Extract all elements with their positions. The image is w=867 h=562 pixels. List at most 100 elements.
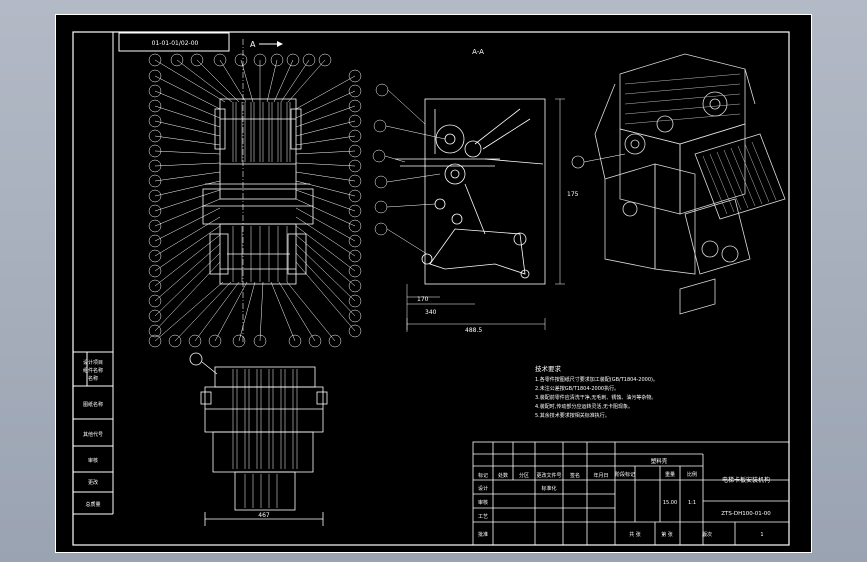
dimension-front-partial-b: 340 — [425, 309, 437, 316]
left-column-label-0: 设计项目 — [83, 359, 103, 366]
leader-line — [196, 59, 240, 103]
leader-line — [295, 120, 356, 137]
part-balloon — [168, 334, 182, 348]
leader-line — [295, 150, 356, 155]
leader-line — [154, 162, 221, 167]
part-balloon — [188, 334, 202, 348]
iso-slat — [709, 153, 735, 213]
section-leader — [387, 89, 426, 125]
leader-line — [295, 207, 356, 242]
iso-slat — [730, 147, 756, 207]
leader-line — [154, 171, 221, 182]
leader-line — [219, 59, 247, 103]
part-balloon — [270, 53, 284, 67]
part-balloon — [348, 294, 362, 308]
leader-line — [295, 171, 356, 182]
leader-line — [154, 75, 221, 110]
left-column-label-1: 组件名称 — [83, 367, 103, 374]
standardize-label: 标准化 — [541, 485, 556, 492]
scale-label: 比例 — [687, 471, 697, 478]
part-balloon — [148, 159, 162, 173]
part-balloon — [148, 204, 162, 218]
leader-line — [266, 59, 278, 103]
leader-line — [295, 198, 356, 227]
leader-line — [154, 225, 221, 272]
part-balloon — [148, 129, 162, 143]
section-balloon — [374, 175, 388, 189]
section-balloon — [374, 222, 388, 236]
leader-line — [295, 216, 356, 257]
leader-line — [295, 105, 356, 128]
tech-requirement-line-1: 1.各零件按图纸尺寸要求加工装配(GB/T1804-2000)。 — [535, 376, 658, 383]
part-balloon — [348, 144, 362, 158]
part-balloon — [148, 84, 162, 98]
leader-line — [278, 281, 316, 342]
part-balloon — [148, 99, 162, 113]
iso-slat — [744, 143, 770, 203]
leader-line — [154, 207, 221, 242]
part-balloon — [286, 53, 300, 67]
part-balloon — [148, 294, 162, 308]
header-label-zone: 分区 — [519, 472, 529, 479]
row-label-review: 审核 — [478, 499, 488, 506]
part-balloon — [328, 334, 342, 348]
part-balloon — [348, 234, 362, 248]
left-column-label-5: 审核 — [88, 457, 98, 464]
leader-line — [154, 252, 221, 317]
part-balloon — [148, 69, 162, 83]
tech-requirement-line-4: 4.装配时,传动部分应运转灵活,无卡阻现象。 — [535, 403, 633, 410]
iso-hatch — [624, 93, 741, 105]
leader-line — [154, 216, 221, 257]
sheets-total-label: 共 张 — [629, 531, 641, 538]
part-balloon — [348, 174, 362, 188]
section-balloon — [374, 200, 388, 214]
part-balloon — [348, 279, 362, 293]
part-balloon — [348, 84, 362, 98]
leader-line — [154, 150, 221, 155]
header-label-mark: 标记 — [478, 472, 488, 479]
leader-line — [154, 261, 221, 332]
drawing-sheet: 设计项目 组件名称 名称 图纸名称 其他代号 审核 更改 总质量 01-01-0… — [55, 14, 812, 553]
left-column-label-2: 名称 — [88, 375, 98, 382]
part-balloon — [213, 53, 227, 67]
main-view-shafts — [232, 102, 291, 282]
part-balloon — [148, 334, 162, 348]
row-label-design: 设计 — [478, 485, 488, 492]
part-balloon — [348, 129, 362, 143]
part-balloon — [253, 334, 267, 348]
leader-line — [154, 180, 221, 197]
left-info-column: 设计项目 组件名称 名称 图纸名称 其他代号 审核 更改 总质量 — [73, 32, 114, 515]
part-balloon — [348, 309, 362, 323]
iso-hatch — [624, 103, 741, 115]
leader-line — [154, 120, 221, 137]
part-balloon — [170, 53, 184, 67]
section-leader — [386, 228, 428, 255]
weight-label: 重量 — [665, 471, 675, 478]
part-balloon — [234, 53, 248, 67]
scale-value: 1:1 — [688, 500, 696, 506]
section-leader — [386, 203, 436, 208]
leader-line — [295, 243, 356, 302]
section-balloon — [373, 119, 387, 133]
leader-line — [295, 252, 356, 317]
part-balloon — [148, 324, 162, 338]
leader-line — [295, 180, 356, 197]
outer-border — [55, 14, 812, 553]
dimension-front-height: 175 — [567, 191, 579, 198]
title-block: 标记 处数 分区 更改文件号 签名 年月日 设计 审核 工艺 批准 标准化 塑料… — [472, 441, 790, 546]
dimension-front-width: 488.5 — [465, 327, 482, 334]
leader-line — [259, 281, 264, 342]
leader-line — [286, 281, 336, 342]
row-label-approve: 批准 — [478, 531, 488, 538]
part-balloon — [148, 189, 162, 203]
part-balloon — [148, 53, 162, 67]
leader-line — [154, 243, 221, 302]
iso-slat — [751, 141, 777, 201]
leader-line — [295, 75, 356, 110]
part-balloon — [232, 334, 246, 348]
inner-border — [72, 31, 790, 546]
stage-label: 阶段标记 — [615, 471, 635, 478]
part-balloon — [308, 334, 322, 348]
part-balloon — [148, 234, 162, 248]
